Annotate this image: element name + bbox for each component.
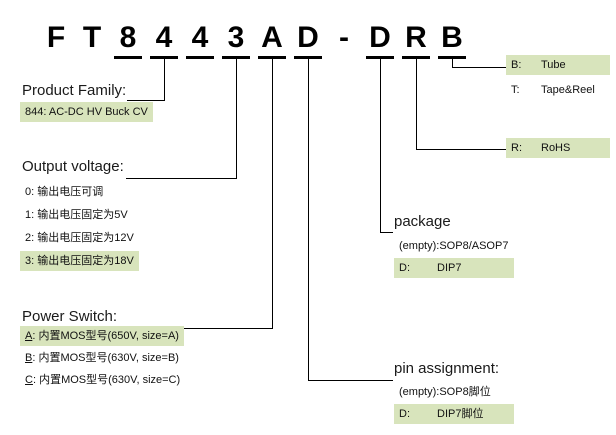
package-item: (empty):SOP8/ASOP7 — [394, 236, 514, 256]
output-voltage-item: 2: 输出电压固定为12V — [25, 232, 134, 244]
rohs-code: R: — [511, 142, 522, 154]
power-switch-desc: : 内置MOS型号(630V, size=C) — [32, 374, 181, 386]
package-label: DIP7 — [437, 262, 462, 274]
connector-package — [380, 58, 393, 233]
part-number-char: F — [46, 21, 66, 54]
package-code: (empty): — [399, 240, 440, 252]
power-switch-desc: : 内置MOS型号(650V, size=A) — [32, 330, 179, 342]
power-switch-heading: Power Switch: — [22, 308, 118, 325]
package-item: D: DIP7 — [394, 258, 514, 278]
part-number: F T 8 4 4 3 A D - D R B — [42, 20, 474, 59]
power-switch-item: B: 内置MOS型号(630V, size=B) — [20, 348, 184, 368]
output-voltage-heading: Output voltage: — [22, 158, 124, 175]
part-number-char: R — [402, 20, 430, 59]
power-switch-desc: : 内置MOS型号(630V, size=B) — [32, 352, 179, 364]
part-number-char: 3 — [222, 20, 250, 59]
pin-assignment-heading: pin assignment: — [394, 360, 500, 377]
packing-label: Tube — [541, 59, 566, 71]
power-switch-item: C: 内置MOS型号(630V, size=C) — [20, 370, 185, 390]
power-switch-code: C — [25, 374, 33, 386]
pin-assignment-label: DIP7脚位 — [437, 408, 484, 420]
part-number-char: A — [258, 20, 286, 59]
connector-power-switch — [121, 58, 273, 329]
part-number-char: 8 — [114, 20, 142, 59]
packing-item: T: Tape&Reel — [506, 80, 610, 100]
pin-assignment-item: (empty):SOP8脚位 — [394, 382, 514, 402]
product-family-item: 844: AC-DC HV Buck CV — [20, 102, 153, 122]
packing-item: B: Tube — [506, 55, 610, 75]
output-voltage-item: 0: 输出电压可调 — [25, 186, 104, 198]
product-family-heading: Product Family: — [22, 82, 127, 99]
packing-code: T: — [511, 84, 520, 96]
connector-product-family — [127, 58, 165, 101]
part-number-char: D — [366, 20, 394, 59]
rohs-item: R: RoHS — [506, 138, 610, 158]
part-number-char: T — [82, 21, 102, 54]
part-number-char: 4 — [150, 20, 178, 59]
part-number-char: 4 — [186, 20, 214, 59]
output-voltage-item: 1: 输出电压固定为5V — [25, 209, 128, 221]
connector-output-voltage — [126, 58, 237, 179]
part-number-char: B — [438, 20, 466, 59]
part-number-char: - — [339, 21, 349, 54]
connector-pin-assignment — [308, 58, 393, 381]
power-switch-item: A: 内置MOS型号(650V, size=A) — [20, 326, 184, 346]
packing-code: B: — [511, 59, 522, 71]
package-heading: package — [394, 213, 451, 230]
output-voltage-item: 3: 输出电压固定为18V — [20, 251, 139, 271]
package-label: SOP8/ASOP7 — [439, 240, 509, 252]
pin-assignment-code: (empty): — [399, 386, 440, 398]
rohs-label: RoHS — [541, 142, 571, 154]
pin-assignment-code: D: — [399, 408, 410, 420]
package-code: D: — [399, 262, 410, 274]
part-number-char: D — [294, 20, 322, 59]
packing-label: Tape&Reel — [541, 84, 595, 96]
pin-assignment-item: D: DIP7脚位 — [394, 404, 514, 424]
power-switch-code: B — [25, 352, 33, 364]
pin-assignment-label: SOP8脚位 — [439, 386, 491, 398]
power-switch-code: A — [25, 330, 33, 342]
connector-rohs — [416, 58, 506, 150]
connector-packing — [452, 58, 506, 68]
